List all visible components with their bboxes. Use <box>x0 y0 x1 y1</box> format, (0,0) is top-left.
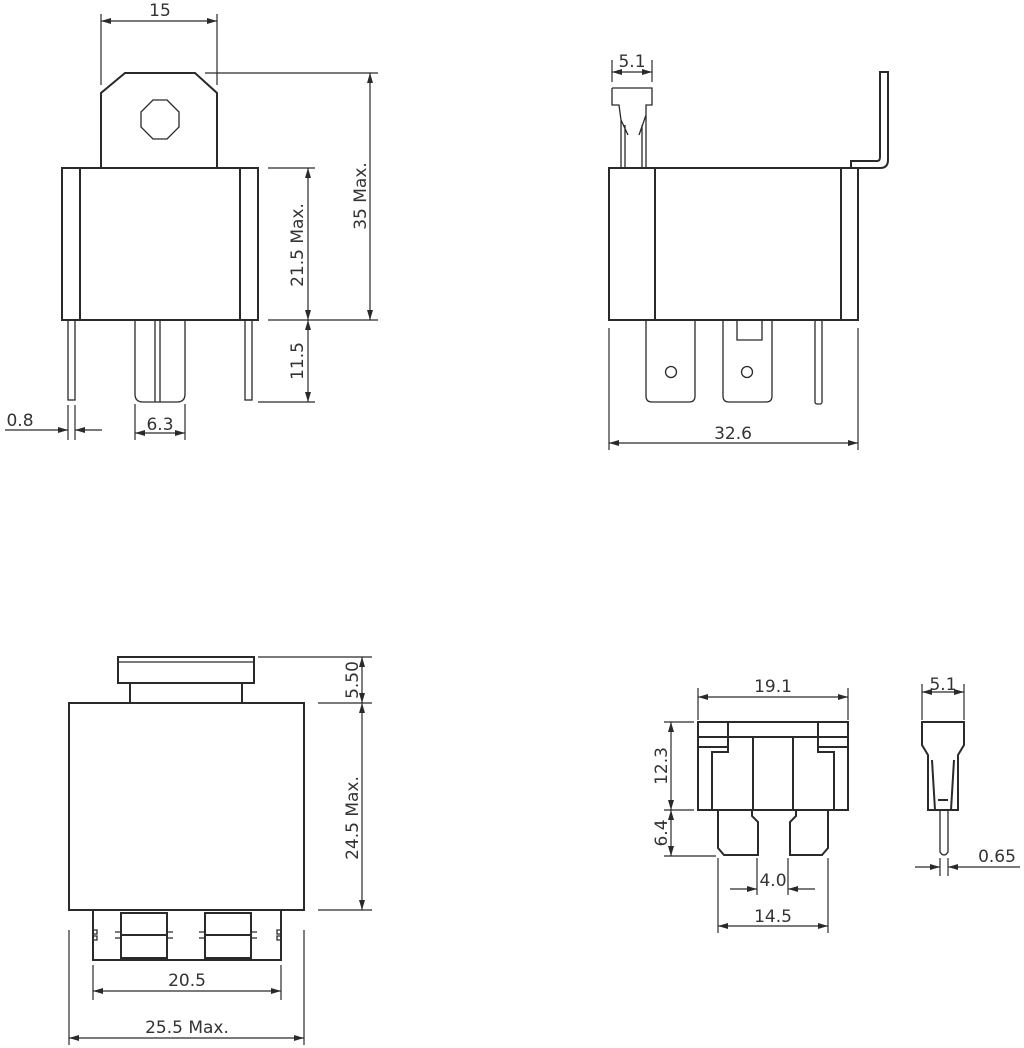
fuse-side-view: 5.1 0.65 <box>915 675 1020 876</box>
mounting-hole <box>140 99 180 140</box>
relay-body-side <box>608 167 859 321</box>
dim-label-5-1: 5.1 <box>618 52 645 72</box>
front-view: 15 35 Max. 21.5 Max. 11.5 0.8 6.3 <box>5 1 378 440</box>
dim-label-6-4: 6.4 <box>652 819 672 846</box>
dim-label-4-0: 4.0 <box>759 871 786 891</box>
fuse-blade-left <box>717 810 759 856</box>
mounting-bracket <box>850 71 889 169</box>
dim-label-24-5-max: 24.5 Max. <box>343 776 363 860</box>
dim-label-20-5: 20.5 <box>168 971 206 991</box>
dim-label-15: 15 <box>149 1 171 21</box>
dim-label-14-5: 14.5 <box>754 907 792 927</box>
top-view: 5.50 24.5 Max. 20.5 25.5 Max. <box>68 656 372 1045</box>
relay-body-top <box>68 702 305 911</box>
fuse-front-view: 19.1 12.3 6.4 4.0 14.5 <box>652 677 849 933</box>
fuse-blade-right <box>789 810 829 856</box>
dim-label-0-8: 0.8 <box>6 411 33 431</box>
pin-right <box>244 319 253 401</box>
dim-label-11-5: 11.5 <box>288 342 308 380</box>
dimension-lines <box>915 684 1020 876</box>
dimension-lines <box>664 688 849 933</box>
dim-label-25-5-max: 25.5 Max. <box>145 1018 229 1038</box>
dim-label-19-1: 19.1 <box>754 677 792 697</box>
fuse-side-blade <box>939 810 949 856</box>
fuse-side-body <box>921 721 965 811</box>
dimension-lines <box>5 14 378 440</box>
mounting-tab <box>100 72 218 168</box>
pin-left <box>67 319 76 401</box>
dim-label-35-max: 35 Max. <box>351 162 371 230</box>
dim-label-6-3: 6.3 <box>146 415 173 435</box>
side-view: 5.1 32.6 <box>608 52 889 450</box>
connector-windows <box>93 912 281 959</box>
dimension-lines <box>608 60 859 450</box>
dim-label-32-6: 32.6 <box>714 424 752 444</box>
coil-pin <box>814 319 823 405</box>
dimension-lines <box>68 656 372 1045</box>
blade-terminal-2 <box>722 320 773 403</box>
cap <box>117 656 255 684</box>
dim-label-5-1-fuse: 5.1 <box>929 675 956 695</box>
relay-body <box>61 167 259 321</box>
blade-hole <box>740 365 754 379</box>
dim-label-12-3: 12.3 <box>652 747 672 785</box>
dim-label-21-5-max: 21.5 Max. <box>288 203 308 287</box>
blade-terminal-1 <box>645 320 696 403</box>
connector-base <box>92 910 282 961</box>
blade-hole <box>664 365 678 379</box>
clip-terminal <box>611 87 653 168</box>
fuse-body <box>697 721 849 811</box>
dim-label-0-65: 0.65 <box>978 847 1016 867</box>
dim-label-5-50: 5.50 <box>343 661 363 699</box>
